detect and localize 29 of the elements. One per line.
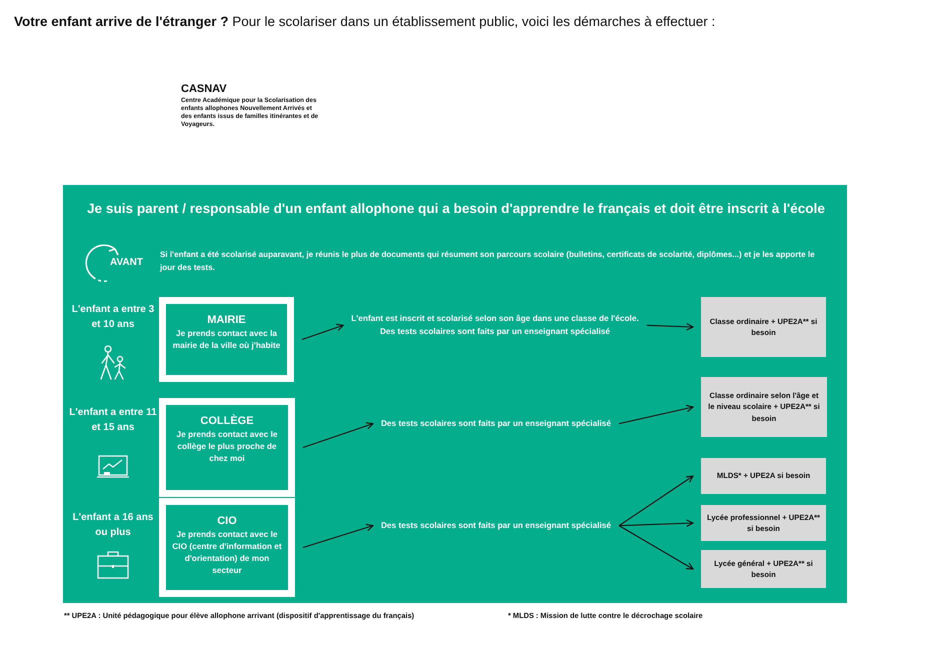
arrow <box>302 324 344 340</box>
step-marker: AVANT <box>110 257 143 268</box>
arrow <box>618 475 694 526</box>
box-text: Je prends contact avec le CIO (centre d'information et d'orientation) de mon secteur <box>172 528 282 576</box>
age-label: L'enfant a entre 11 et 15 ans <box>68 406 158 434</box>
contact-box <box>159 398 295 497</box>
box-title: MAIRIE <box>207 314 246 326</box>
box-text: Je prends contact avec le collège le plus proche de chez moi <box>176 428 278 464</box>
info-panel <box>63 185 847 603</box>
contact-box <box>159 297 294 382</box>
box-text: Je prends contact avec la mairie de la ville où j'habite <box>172 327 281 352</box>
arrow <box>618 404 694 424</box>
step-text: Des tests scolaires sont faits par un enseignant spécialisé <box>365 417 627 430</box>
age-label: L'enfant a 16 ans ou plus <box>72 511 154 540</box>
arrow <box>619 519 694 527</box>
box-title: CIO <box>217 515 237 527</box>
step-text: L'enfant est inscrit et scolarisé selon son âge dans une classe de l'école. Des tests scolaires sont faits par un enseignant spécialisé <box>350 312 640 339</box>
organization-name: CASNAV <box>181 83 227 95</box>
contact-box <box>159 498 295 597</box>
step-text: Des tests scolaires sont faits par un enseignant spécialisé <box>365 519 627 532</box>
arrow <box>618 525 694 570</box>
preparation-note: Si l'enfant a été scolarisé auparavant, je réunis le plus de documents qui résument son parcours scolaire (bulletins, certificats de scolarité, diplômes...) et je les apporte le jour des tests. <box>160 249 816 274</box>
arrow <box>302 524 374 548</box>
arrow <box>302 422 374 448</box>
box-title: COLLÈGE <box>200 415 254 427</box>
arrow <box>646 323 694 331</box>
intro-sentence: Votre enfant arrive de l'étranger ? Pour le scolariser dans un établissement public, voici les démarches à effectuer : <box>14 14 716 29</box>
panel-heading: Je suis parent / responsable d'un enfant allophone qui a besoin d'apprendre le français et doit être inscrit à l'école <box>87 200 826 218</box>
age-label: L'enfant a entre 3 et 10 ans <box>70 303 156 332</box>
